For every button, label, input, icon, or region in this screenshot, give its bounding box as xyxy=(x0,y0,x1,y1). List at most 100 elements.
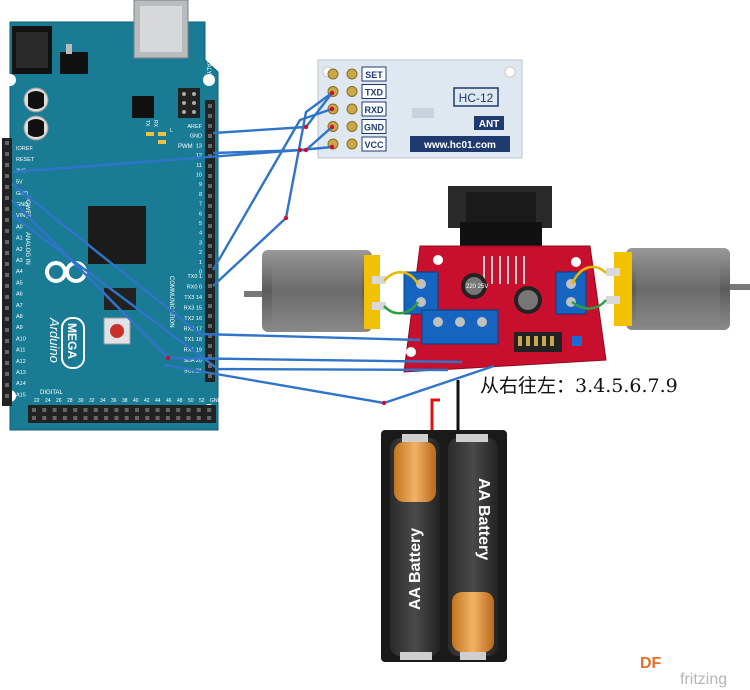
motor-wires xyxy=(383,265,607,315)
header-hole xyxy=(208,304,212,308)
header-hole xyxy=(104,416,109,420)
rx-led-label: RX xyxy=(152,120,158,128)
bottom-pin-label: 44 xyxy=(155,398,161,404)
hc12-pin-hole xyxy=(346,68,358,80)
bottom-pin-label: 46 xyxy=(166,398,172,404)
header-hole xyxy=(145,408,150,412)
left-pin-label: A0 xyxy=(16,224,23,230)
bottom-pin-label: 48 xyxy=(177,398,183,404)
header-hole xyxy=(5,218,9,222)
header-hole xyxy=(73,416,78,420)
header-hole xyxy=(42,408,47,412)
left-pin-label: A9 xyxy=(16,325,23,331)
bottom-pin-label: 28 xyxy=(67,398,73,404)
left-pin-label: VIN xyxy=(16,213,25,219)
header-hole xyxy=(208,124,212,128)
right-pin-label: 1 xyxy=(199,260,202,266)
right-pin-label: 2 xyxy=(199,250,202,256)
left-pin-label: 5V xyxy=(16,180,23,186)
right-pin-label: AREF xyxy=(187,124,202,130)
left-pin-label: A11 xyxy=(16,348,25,354)
hc12-pin-hole xyxy=(346,103,358,115)
capacitor-icon xyxy=(23,87,49,141)
header-hole xyxy=(208,374,212,378)
header-hole xyxy=(5,229,9,233)
comm-pin-label: RX3 15 xyxy=(184,306,202,312)
header-hole xyxy=(5,251,9,255)
header-hole xyxy=(52,408,57,412)
comm-pin-label: RX0 0 xyxy=(187,285,202,291)
right-motor xyxy=(606,248,750,330)
header-hole xyxy=(155,416,160,420)
left-pin-label: A1 xyxy=(16,236,23,242)
header-hole xyxy=(186,408,191,412)
bottom-pin-label: 30 xyxy=(78,398,84,404)
hc12-pin-hole xyxy=(327,68,339,80)
header-hole xyxy=(155,408,160,412)
battery-label-left: AA Battery xyxy=(407,528,424,610)
left-pin-label: A7 xyxy=(16,303,23,309)
header-hole xyxy=(5,383,9,387)
header-hole xyxy=(32,416,36,420)
bottom-pin-label: 40 xyxy=(133,398,139,404)
pwm-label: PWM xyxy=(178,144,193,150)
left-pin-label: A3 xyxy=(16,258,23,264)
bottom-pin-label: 26 xyxy=(56,398,62,404)
header-hole xyxy=(5,350,9,354)
header-hole xyxy=(114,416,119,420)
header-hole xyxy=(124,416,129,420)
right-pin-label: 6 xyxy=(199,211,202,217)
header-hole xyxy=(5,372,9,376)
digital-pwm-header xyxy=(205,100,215,382)
header-hole xyxy=(5,273,9,277)
comm-pin-label: TX1 18 xyxy=(184,337,202,343)
header-hole xyxy=(208,104,212,108)
header-hole xyxy=(62,408,67,412)
header-hole xyxy=(208,194,212,198)
bottom-pin-label: 34 xyxy=(100,398,106,404)
tx-led-label: TX xyxy=(144,120,150,127)
hc12-pin-label: VCC xyxy=(364,140,384,150)
right-pin-label: 10 xyxy=(196,173,202,179)
driver-terminal-left xyxy=(403,271,439,315)
df-watermark: DF xyxy=(640,655,662,672)
header-hole xyxy=(52,416,57,420)
left-pin-label: A15 xyxy=(16,392,26,398)
header-hole xyxy=(208,284,212,288)
right-pin-label: 5 xyxy=(199,221,202,227)
header-hole xyxy=(208,264,212,268)
header-hole xyxy=(208,334,212,338)
battery-label-right: AA Battery xyxy=(475,478,492,560)
header-hole xyxy=(5,295,9,299)
left-pin-label: A13 xyxy=(16,370,26,376)
left-pin-label: A14 xyxy=(16,381,26,387)
battery-holder: AA Battery AA Battery xyxy=(381,380,507,662)
header-hole xyxy=(5,207,9,211)
mega-label: MEGA xyxy=(65,323,79,359)
left-pin-label: GND xyxy=(16,191,28,197)
left-pin-label: IOREF xyxy=(16,146,33,152)
right-pin-label: 11 xyxy=(196,163,202,169)
header-hole xyxy=(208,184,212,188)
communication-label: COMMUNICATION xyxy=(168,276,174,328)
hc12-pin-box xyxy=(361,119,387,134)
header-hole xyxy=(186,416,191,420)
arduino-mega-board: Arduino MEGA MADE IN ITALY POWER ANALOG … xyxy=(2,0,222,431)
hc12-model-label: HC-12 xyxy=(459,91,494,105)
hc12-pin-label: RXD xyxy=(364,105,384,115)
bottom-pin-label: 32 xyxy=(89,398,95,404)
hc12-ant-label: ANT xyxy=(479,119,500,130)
left-pin-label: A12 xyxy=(16,359,26,365)
capacitor-label: 220 25V xyxy=(466,284,488,290)
header-hole xyxy=(5,185,9,189)
bottom-pin-label: 38 xyxy=(122,398,128,404)
header-hole xyxy=(145,416,150,420)
left-motor xyxy=(244,250,386,332)
bottom-pin-label: 42 xyxy=(144,398,150,404)
header-hole xyxy=(73,408,78,412)
header-hole xyxy=(5,141,9,145)
analog-in-label: ANALOG IN xyxy=(24,232,30,265)
header-hole xyxy=(135,416,139,420)
